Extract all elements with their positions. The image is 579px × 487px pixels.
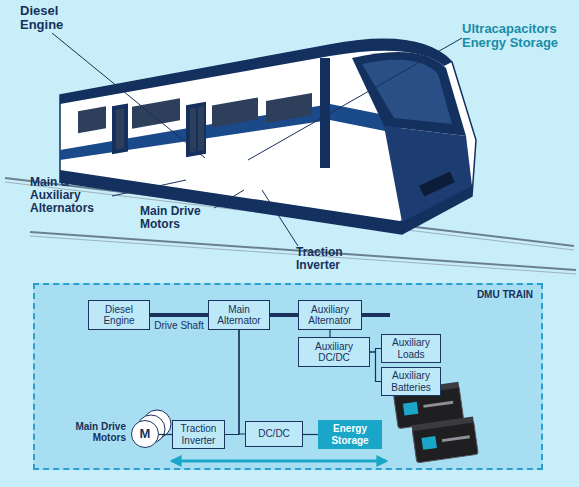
process-box: Auxiliary Alternator xyxy=(298,300,362,330)
drive-shaft xyxy=(270,313,298,317)
callout-label: Main & Auxiliary Alternators xyxy=(30,176,112,216)
motor-circle: M xyxy=(131,420,159,448)
callout-label: Main Drive Motors xyxy=(62,421,126,443)
process-box: Auxiliary Batteries xyxy=(381,367,441,396)
box-label: Auxiliary Batteries xyxy=(386,370,436,393)
power-line xyxy=(239,330,245,434)
leader-lines xyxy=(52,33,462,246)
power-line xyxy=(329,330,330,337)
box-label: Traction Inverter xyxy=(177,423,220,446)
power-line xyxy=(225,330,239,435)
process-box: Main Alternator xyxy=(208,300,270,330)
box-label: Main Alternator xyxy=(213,304,265,327)
callout-label: Ultracapacitors Energy Storage xyxy=(462,22,574,51)
box-label: Auxiliary Alternator xyxy=(303,304,357,327)
box-label: DC/DC xyxy=(258,428,290,440)
callout-label: Main Drive Motors xyxy=(140,205,220,231)
process-box: Diesel Engine xyxy=(88,300,150,330)
callout-label: Traction Inverter xyxy=(296,246,366,272)
box-label: Auxiliary DC/DC xyxy=(303,341,365,364)
box-label: M xyxy=(140,427,151,442)
box-label: Energy Storage xyxy=(323,423,377,446)
power-line xyxy=(303,434,318,435)
storage-box: Energy Storage xyxy=(318,420,382,449)
process-box: DC/DC xyxy=(245,421,303,447)
power-line xyxy=(159,434,172,435)
drive-shaft xyxy=(150,313,208,317)
flow-arrow xyxy=(172,460,386,463)
process-box: Traction Inverter xyxy=(172,420,225,449)
process-box: Auxiliary DC/DC xyxy=(298,337,370,367)
panel-ground xyxy=(33,283,543,470)
process-box: Auxiliary Loads xyxy=(381,334,441,363)
power-line xyxy=(370,352,381,382)
box-label: Auxiliary Loads xyxy=(386,337,436,360)
edge-label: Drive Shaft xyxy=(154,320,203,331)
train xyxy=(60,39,476,234)
group-title: DMU TRAIN xyxy=(477,289,533,300)
callout-label: Diesel Engine xyxy=(20,4,82,33)
shaft-extension xyxy=(362,313,390,317)
box-label: Diesel Engine xyxy=(93,304,145,327)
